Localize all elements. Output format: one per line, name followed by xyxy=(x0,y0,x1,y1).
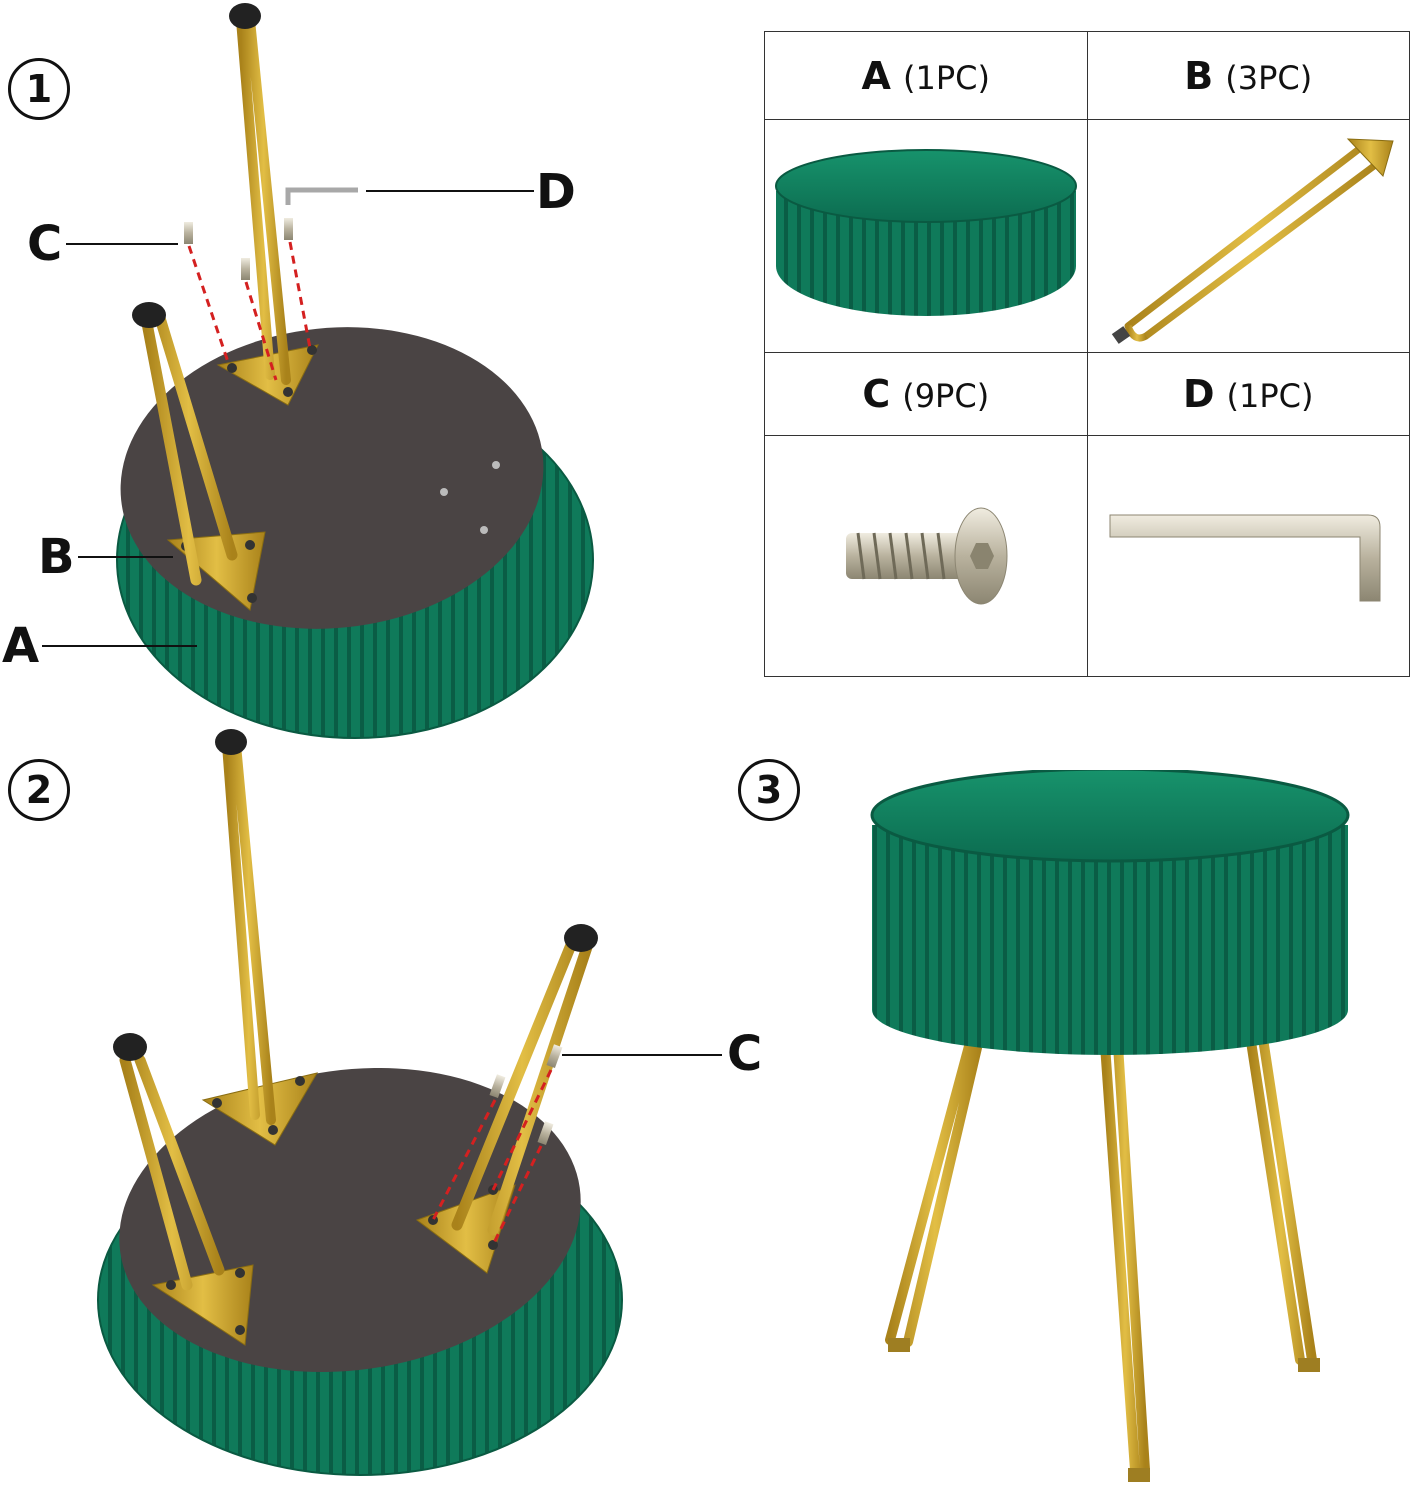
step-1-badge: 1 xyxy=(8,58,70,120)
parts-list-table: A (1PC) B (3PC) C (9PC) D (1PC) xyxy=(764,31,1410,677)
hairpin-leg-image xyxy=(1112,138,1394,344)
part-c-image-cell xyxy=(764,435,1088,677)
step-1-callout-a: A xyxy=(2,618,40,674)
step-1-callout-c-line xyxy=(66,243,178,245)
step-2-callout-c: C xyxy=(727,1026,763,1082)
step-2-badge: 2 xyxy=(8,759,70,821)
step-2-number: 2 xyxy=(25,768,53,812)
step-1-number: 1 xyxy=(25,67,53,111)
part-c-qty: (9PC) xyxy=(902,377,990,415)
step-3-badge: 3 xyxy=(738,759,800,821)
step-1-callout-a-line xyxy=(42,645,197,647)
screw-image xyxy=(845,507,1008,605)
step-2-callout-c-line xyxy=(562,1054,722,1056)
step-3-assembled-stool xyxy=(870,770,1350,1482)
step-1-callout-b: B xyxy=(38,529,75,585)
step-1-callout-c: C xyxy=(27,216,63,272)
part-b-qty: (3PC) xyxy=(1225,58,1313,97)
part-c-header: C (9PC) xyxy=(764,352,1088,436)
part-a-qty: (1PC) xyxy=(902,58,990,97)
part-d-image-cell xyxy=(1086,435,1410,677)
part-a-image-cell xyxy=(764,119,1088,353)
part-b-letter: B xyxy=(1184,53,1214,98)
hex-key-image xyxy=(1109,514,1381,602)
part-a-letter: A xyxy=(861,53,891,98)
step-1-callout-d: D xyxy=(536,164,576,220)
part-b-header: B (3PC) xyxy=(1086,31,1410,120)
part-b-image-cell xyxy=(1086,119,1410,353)
part-a-header: A (1PC) xyxy=(764,31,1088,120)
step-2-illustration xyxy=(97,729,623,1476)
step-3-number: 3 xyxy=(755,768,783,812)
step-1-illustration xyxy=(116,3,594,739)
stool-seat-image xyxy=(774,149,1077,316)
part-c-letter: C xyxy=(862,372,891,416)
part-d-letter: D xyxy=(1182,372,1215,416)
step-1-callout-b-line xyxy=(78,556,173,558)
part-d-qty: (1PC) xyxy=(1226,377,1314,415)
part-d-header: D (1PC) xyxy=(1086,352,1410,436)
step-1-callout-d-line xyxy=(366,190,534,192)
